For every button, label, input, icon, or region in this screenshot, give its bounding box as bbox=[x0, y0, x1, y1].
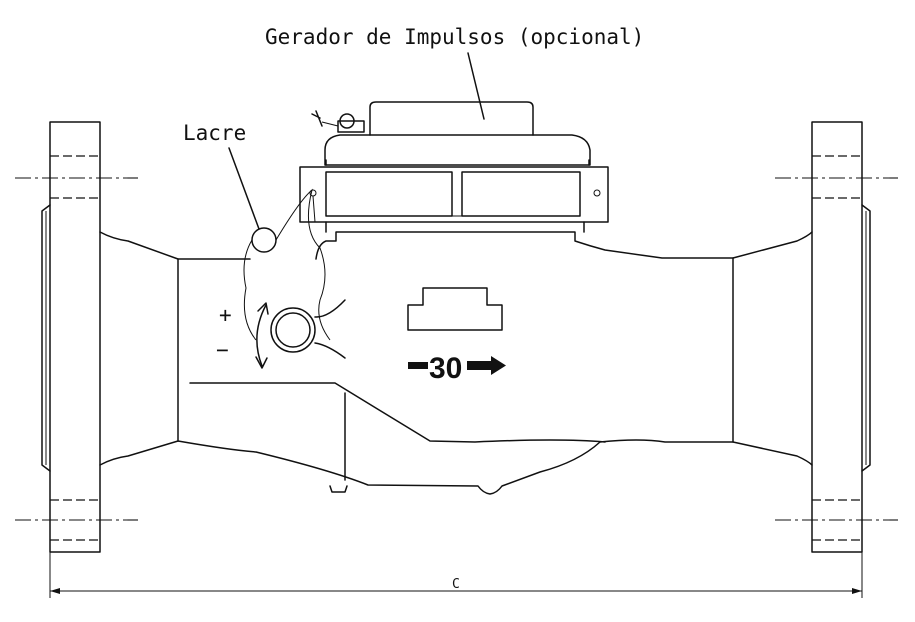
seal bbox=[228, 147, 331, 341]
meter-body bbox=[99, 231, 813, 495]
flow-direction: 30 bbox=[408, 352, 506, 385]
curved-arrow-icon bbox=[256, 304, 267, 367]
nameplate bbox=[407, 287, 503, 331]
pulse-generator-box bbox=[311, 52, 534, 136]
pulse-generator-label: Gerador de Impulsos (opcional) bbox=[265, 25, 644, 49]
seal-label: Lacre bbox=[183, 121, 246, 145]
dimension-c-label: C bbox=[452, 577, 460, 592]
register-head bbox=[299, 134, 609, 233]
minus-symbol: − bbox=[216, 338, 229, 362]
adjustment-screw: + − bbox=[216, 299, 346, 369]
left-flange bbox=[15, 121, 138, 553]
dimension-c: C bbox=[49, 552, 863, 598]
flow-size-text: 30 bbox=[429, 352, 462, 385]
plus-symbol: + bbox=[219, 303, 232, 327]
right-flange bbox=[775, 121, 898, 553]
arrow-right-icon bbox=[467, 356, 506, 375]
